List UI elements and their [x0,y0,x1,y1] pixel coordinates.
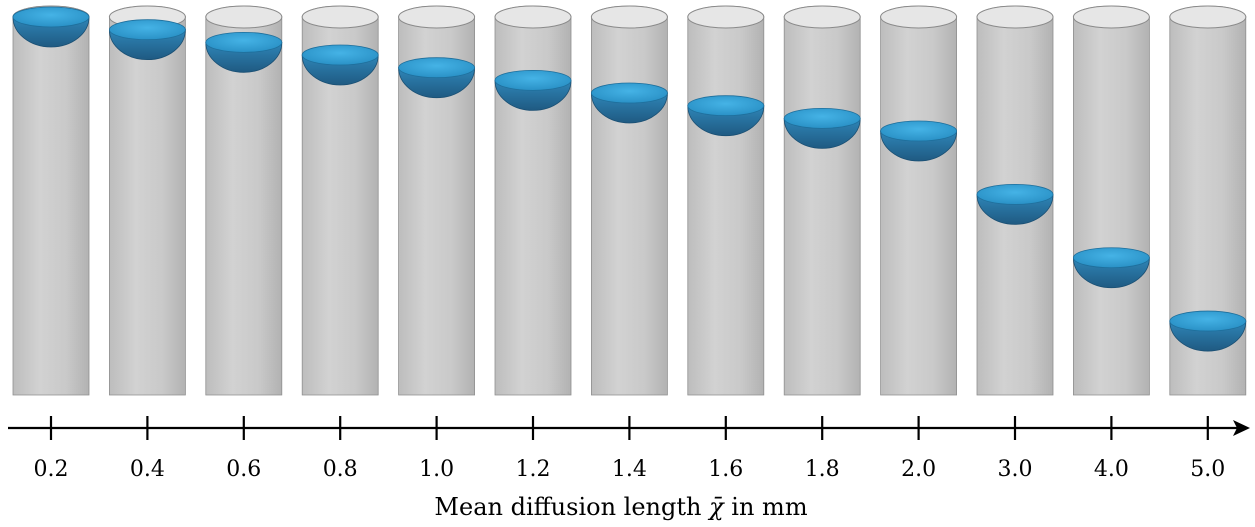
cylinder-top-rim [301,5,379,29]
sample-column [783,5,861,396]
axis-title: Mean diffusion length χ̄ in mm [434,493,807,521]
sample-column [12,5,90,396]
cylinder-top-rim [1169,5,1247,29]
fluid-surface [687,95,765,117]
sample-column [1169,5,1247,396]
tick-label: 1.0 [419,457,454,482]
cylinder-top-rim [687,5,765,29]
fluid-surface [1073,247,1150,269]
axis-title-symbol: χ̄ [707,493,725,521]
sample-column [687,5,765,396]
tick-label: 4.0 [1094,457,1129,482]
tick-label: 1.2 [516,457,551,482]
cylinder-top-rim [494,5,572,29]
fluid-surface [976,183,1054,205]
sample-column [398,5,476,396]
fluid-surface [783,107,861,129]
tick-label: 5.0 [1190,457,1225,482]
axis-title-suffix: in mm [731,493,808,521]
tick-label: 0.4 [130,457,165,482]
sample-column [494,5,572,396]
cylinder-body [880,5,957,396]
fluid-surface [1169,310,1247,332]
sample-column [590,5,668,396]
axis-title-prefix: Mean diffusion length [434,493,701,521]
fluid-surface [108,19,186,41]
cylinder-body [12,5,90,396]
sample-column [880,5,958,396]
cylinder-top-rim [783,5,861,29]
fluid-surface [494,69,572,91]
cylinder-body [109,5,186,396]
tick-label: 3.0 [998,457,1033,482]
cylinder-body [687,5,765,396]
sample-column [301,5,379,396]
cylinder-body [591,5,668,396]
cylinder-body [1073,5,1150,396]
cylinder-top-rim [398,5,476,29]
sample-column [976,5,1054,396]
tick-label: 0.6 [226,457,261,482]
cylinder-top-rim [976,5,1054,29]
fluid-surface [205,31,283,53]
fluid-surface [301,44,379,66]
fluid-surface [12,6,90,28]
sample-column [108,5,186,396]
fluid-surface [398,57,476,79]
cylinder-top-rim [590,5,668,29]
cylinder-top-rim [880,5,958,29]
fluid-surface [591,82,668,104]
fluid-surface [880,120,957,142]
tick-label: 1.8 [805,457,840,482]
cylinder-top-rim [1072,5,1150,29]
cylinders-group [12,5,1247,396]
tick-label: 1.6 [708,457,743,482]
tick-label: 2.0 [901,457,936,482]
cylinder-top-rim [205,5,283,29]
tick-label: 0.8 [323,457,358,482]
sample-column [205,5,283,396]
tick-label: 1.4 [612,457,647,482]
axis-ticks: 0.2 0.4 0.6 0.8 1.0 1.2 1.4 1.6 1.8 2.0 3.0 4.0 5.0 [34,416,1225,482]
cylinder-body [783,5,861,396]
cylinder-body [494,5,572,396]
sample-column [1072,5,1150,396]
axis-arrowhead [1233,420,1250,436]
tick-label: 0.2 [34,457,69,482]
